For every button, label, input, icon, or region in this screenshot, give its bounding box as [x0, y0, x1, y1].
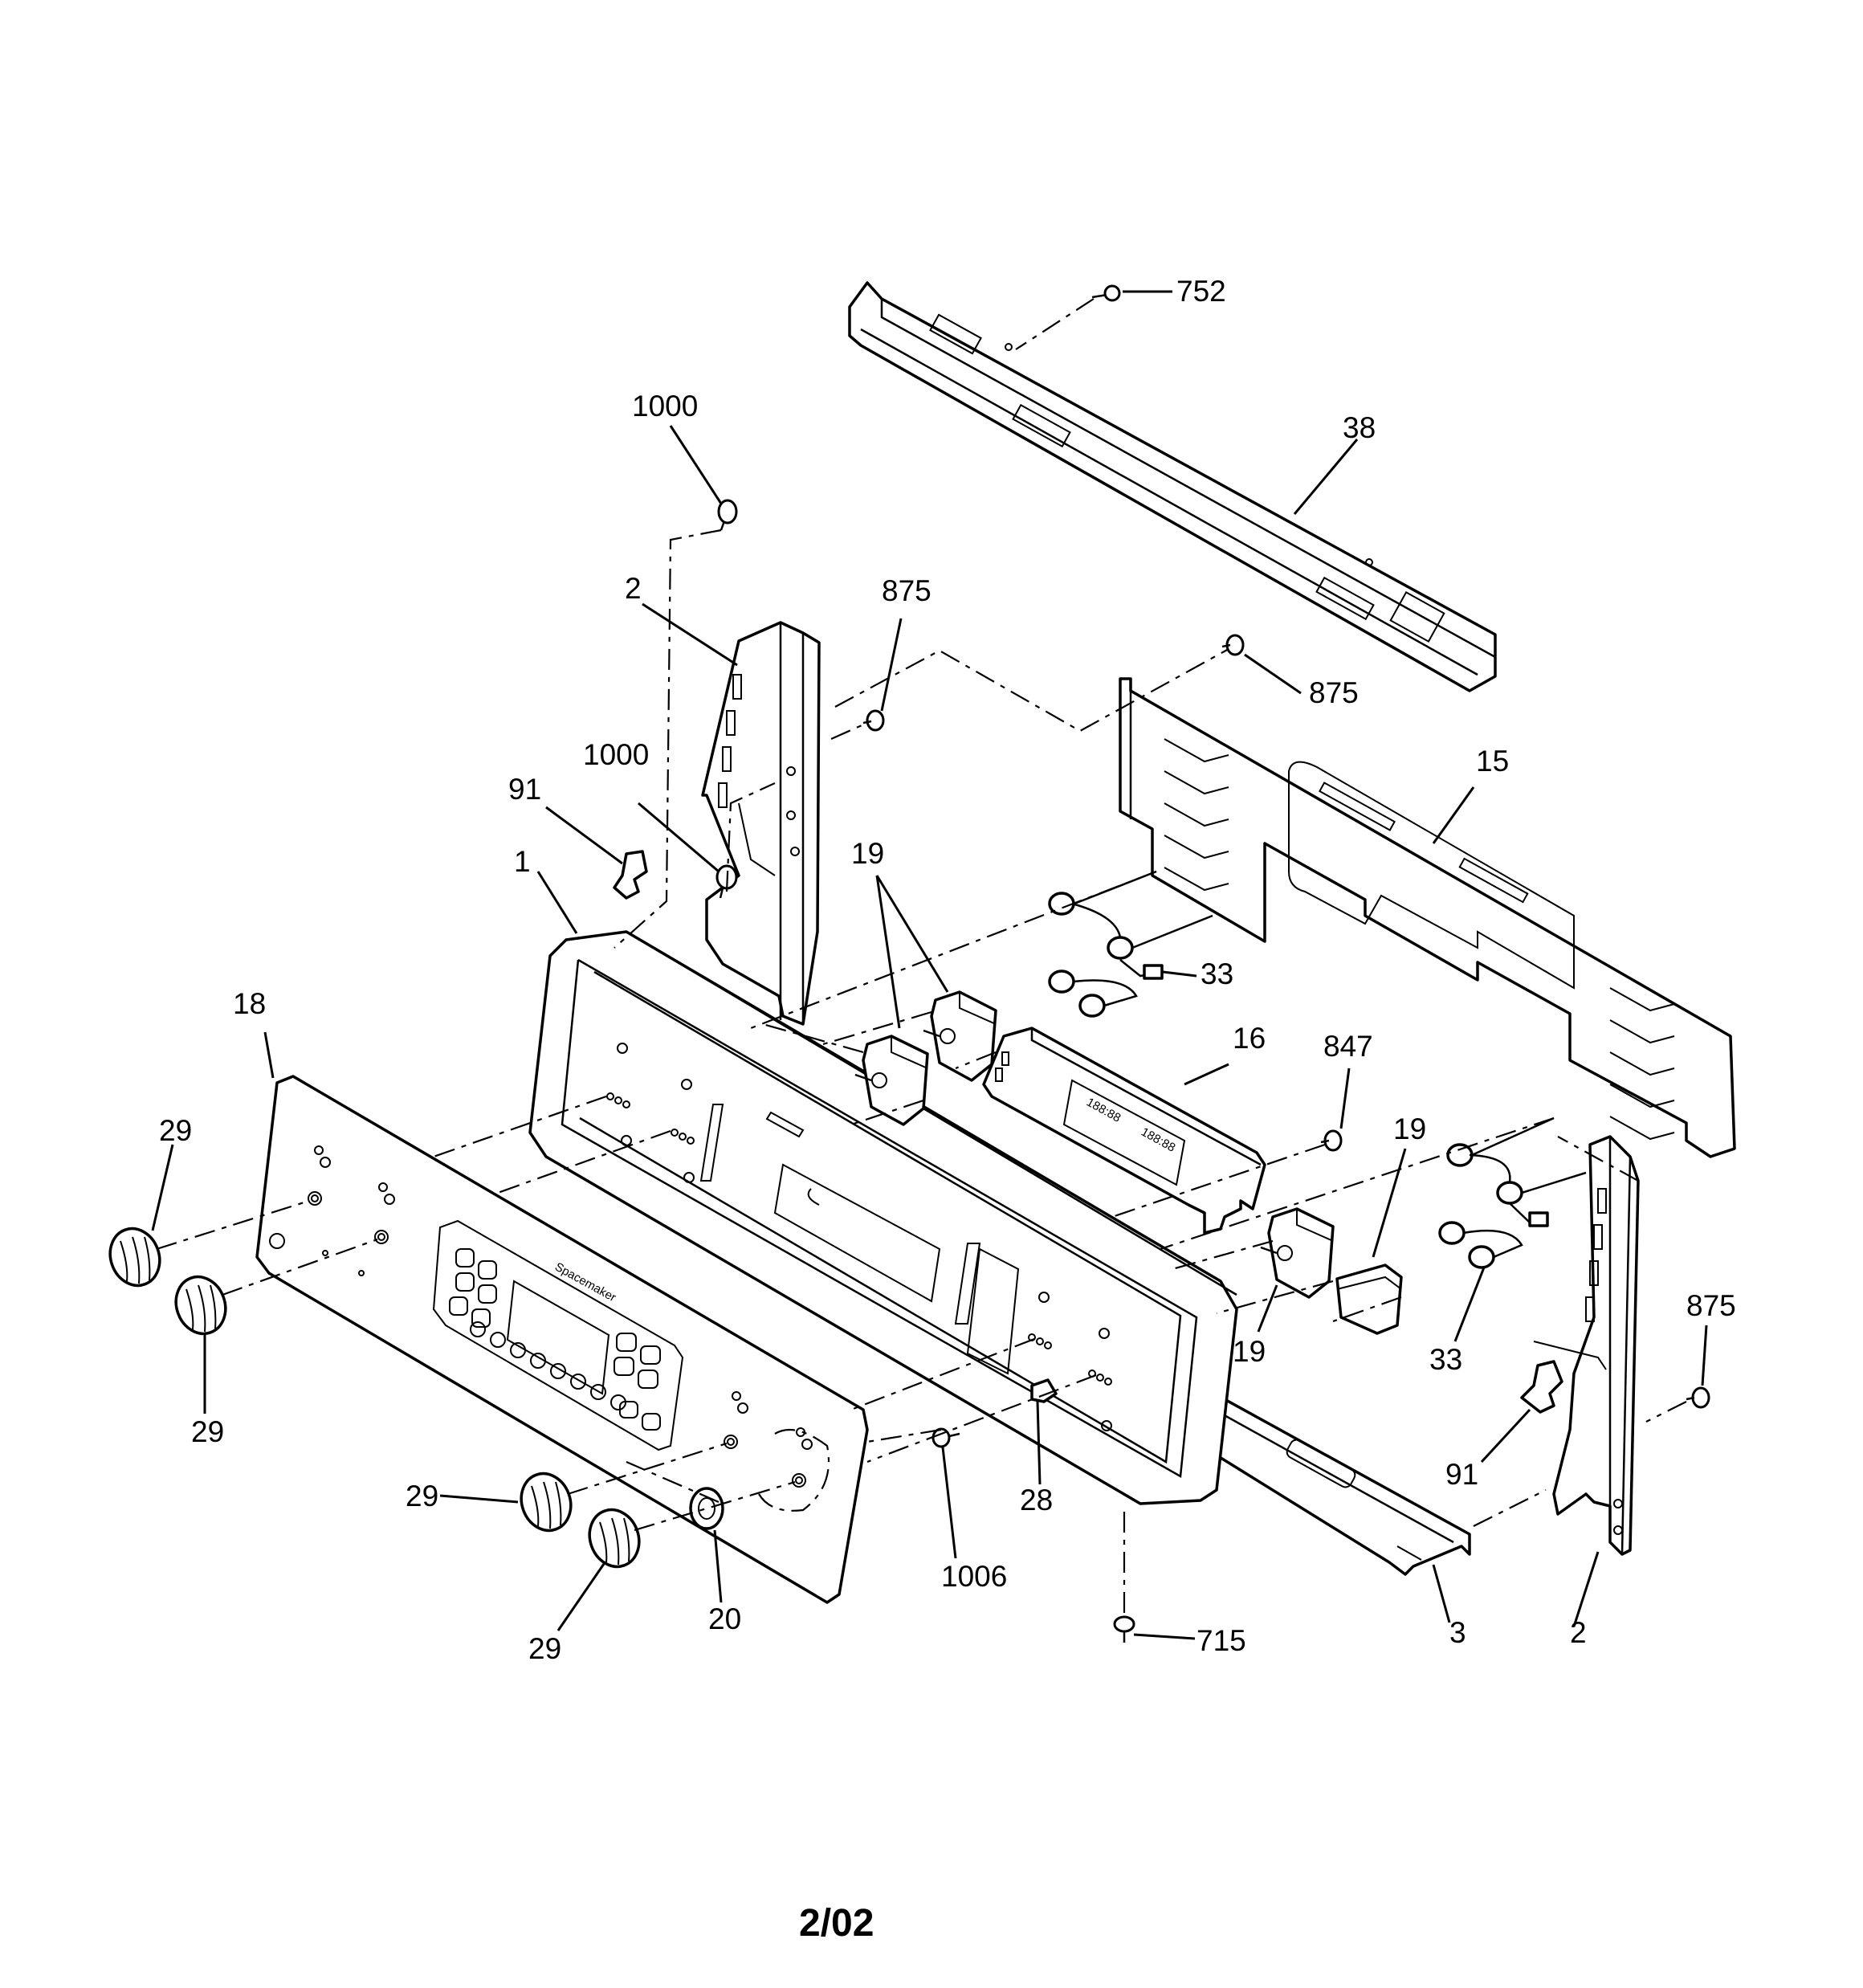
- part-2-right-end-cap: [1533, 1135, 1640, 1556]
- assembly-lines: [156, 298, 1687, 1614]
- screw-1006: [932, 1427, 960, 1448]
- callout-875-left: 875: [882, 574, 932, 607]
- leader-lines: [151, 290, 1708, 1640]
- part-19-infinite-switch-2: [923, 990, 997, 1082]
- part-16-electronic-control: 188:88 188:88: [982, 1027, 1266, 1235]
- louvers-left: [1164, 738, 1229, 892]
- part-20-bezel: [689, 1487, 724, 1530]
- callout-29-d: 29: [528, 1632, 561, 1665]
- knob-29-c: [520, 1472, 573, 1533]
- burner-symbols: [314, 1145, 813, 1450]
- callout-875-right: 875: [1686, 1289, 1736, 1322]
- screw-875-right: [1686, 1386, 1710, 1409]
- callout-1000-mid: 1000: [583, 738, 649, 771]
- touchpad-keys: [449, 1248, 661, 1431]
- callout-3: 3: [1449, 1616, 1466, 1649]
- callout-752: 752: [1176, 275, 1226, 308]
- part-38-top-channel: [848, 281, 1497, 692]
- part-19-infinite-switch-3: [1260, 1207, 1335, 1299]
- callout-29-a: 29: [159, 1114, 192, 1147]
- callout-19-bottom: 19: [1233, 1335, 1266, 1368]
- callout-91-left: 91: [508, 773, 541, 806]
- callout-847: 847: [1323, 1030, 1373, 1063]
- part-91-clip-left: [613, 850, 648, 900]
- knob-29-b: [174, 1275, 227, 1336]
- screw-1000-top: [717, 499, 738, 531]
- part-15-rear-shield: [1119, 677, 1736, 1158]
- callout-2-left: 2: [625, 572, 642, 605]
- callout-20: 20: [708, 1602, 741, 1635]
- screw-875-left: [862, 709, 885, 732]
- part-33-harness-left: [1048, 870, 1213, 1018]
- callout-91-right: 91: [1445, 1458, 1478, 1491]
- knob-29-d: [588, 1508, 641, 1569]
- footer-date-code: 2/02: [799, 1902, 874, 1945]
- part-91-clip-right: [1520, 1360, 1563, 1414]
- screw-715: [1113, 1615, 1135, 1643]
- ge-logo-icon: [269, 1233, 285, 1249]
- callout-1000-top: 1000: [632, 390, 698, 423]
- part-2-left-end-cap: [701, 621, 821, 1026]
- callout-38: 38: [1343, 411, 1376, 444]
- callout-29-b: 29: [191, 1415, 224, 1448]
- screw-875-top: [1221, 634, 1245, 656]
- callout-33-left: 33: [1201, 957, 1233, 990]
- knob-29-a: [108, 1227, 161, 1288]
- screw-847: [1320, 1129, 1343, 1152]
- part-3-lower-trim: [1187, 1380, 1471, 1576]
- part-1-control-panel-frame: [528, 930, 1238, 1505]
- callout-2-right: 2: [1570, 1616, 1587, 1649]
- part-33-harness-right: [1438, 1116, 1587, 1269]
- callout-19-top: 19: [851, 837, 884, 870]
- part-19-infinite-switch-4: [1335, 1263, 1403, 1335]
- callout-18: 18: [233, 987, 266, 1020]
- callout-16: 16: [1233, 1022, 1266, 1055]
- callout-715: 715: [1196, 1624, 1246, 1657]
- louvers-right: [1609, 987, 1675, 1141]
- callout-19-right: 19: [1393, 1112, 1426, 1145]
- part-28-lens: [1030, 1378, 1058, 1403]
- callout-1006: 1006: [941, 1560, 1007, 1593]
- callout-15: 15: [1476, 745, 1509, 778]
- callout-29-c: 29: [406, 1480, 438, 1512]
- callout-1: 1: [514, 845, 531, 878]
- part-18-control-panel-overlay: Spacemaker: [255, 1075, 869, 1604]
- callout-875-top: 875: [1309, 676, 1359, 709]
- callout-28: 28: [1020, 1484, 1053, 1517]
- part-19-infinite-switch-1: [854, 1035, 929, 1126]
- callout-33-right: 33: [1429, 1343, 1462, 1376]
- callout-labels: 752 38 1000 2 875 875 15 1000 91 1 19 33…: [159, 275, 1736, 1665]
- screw-752: [1091, 284, 1121, 302]
